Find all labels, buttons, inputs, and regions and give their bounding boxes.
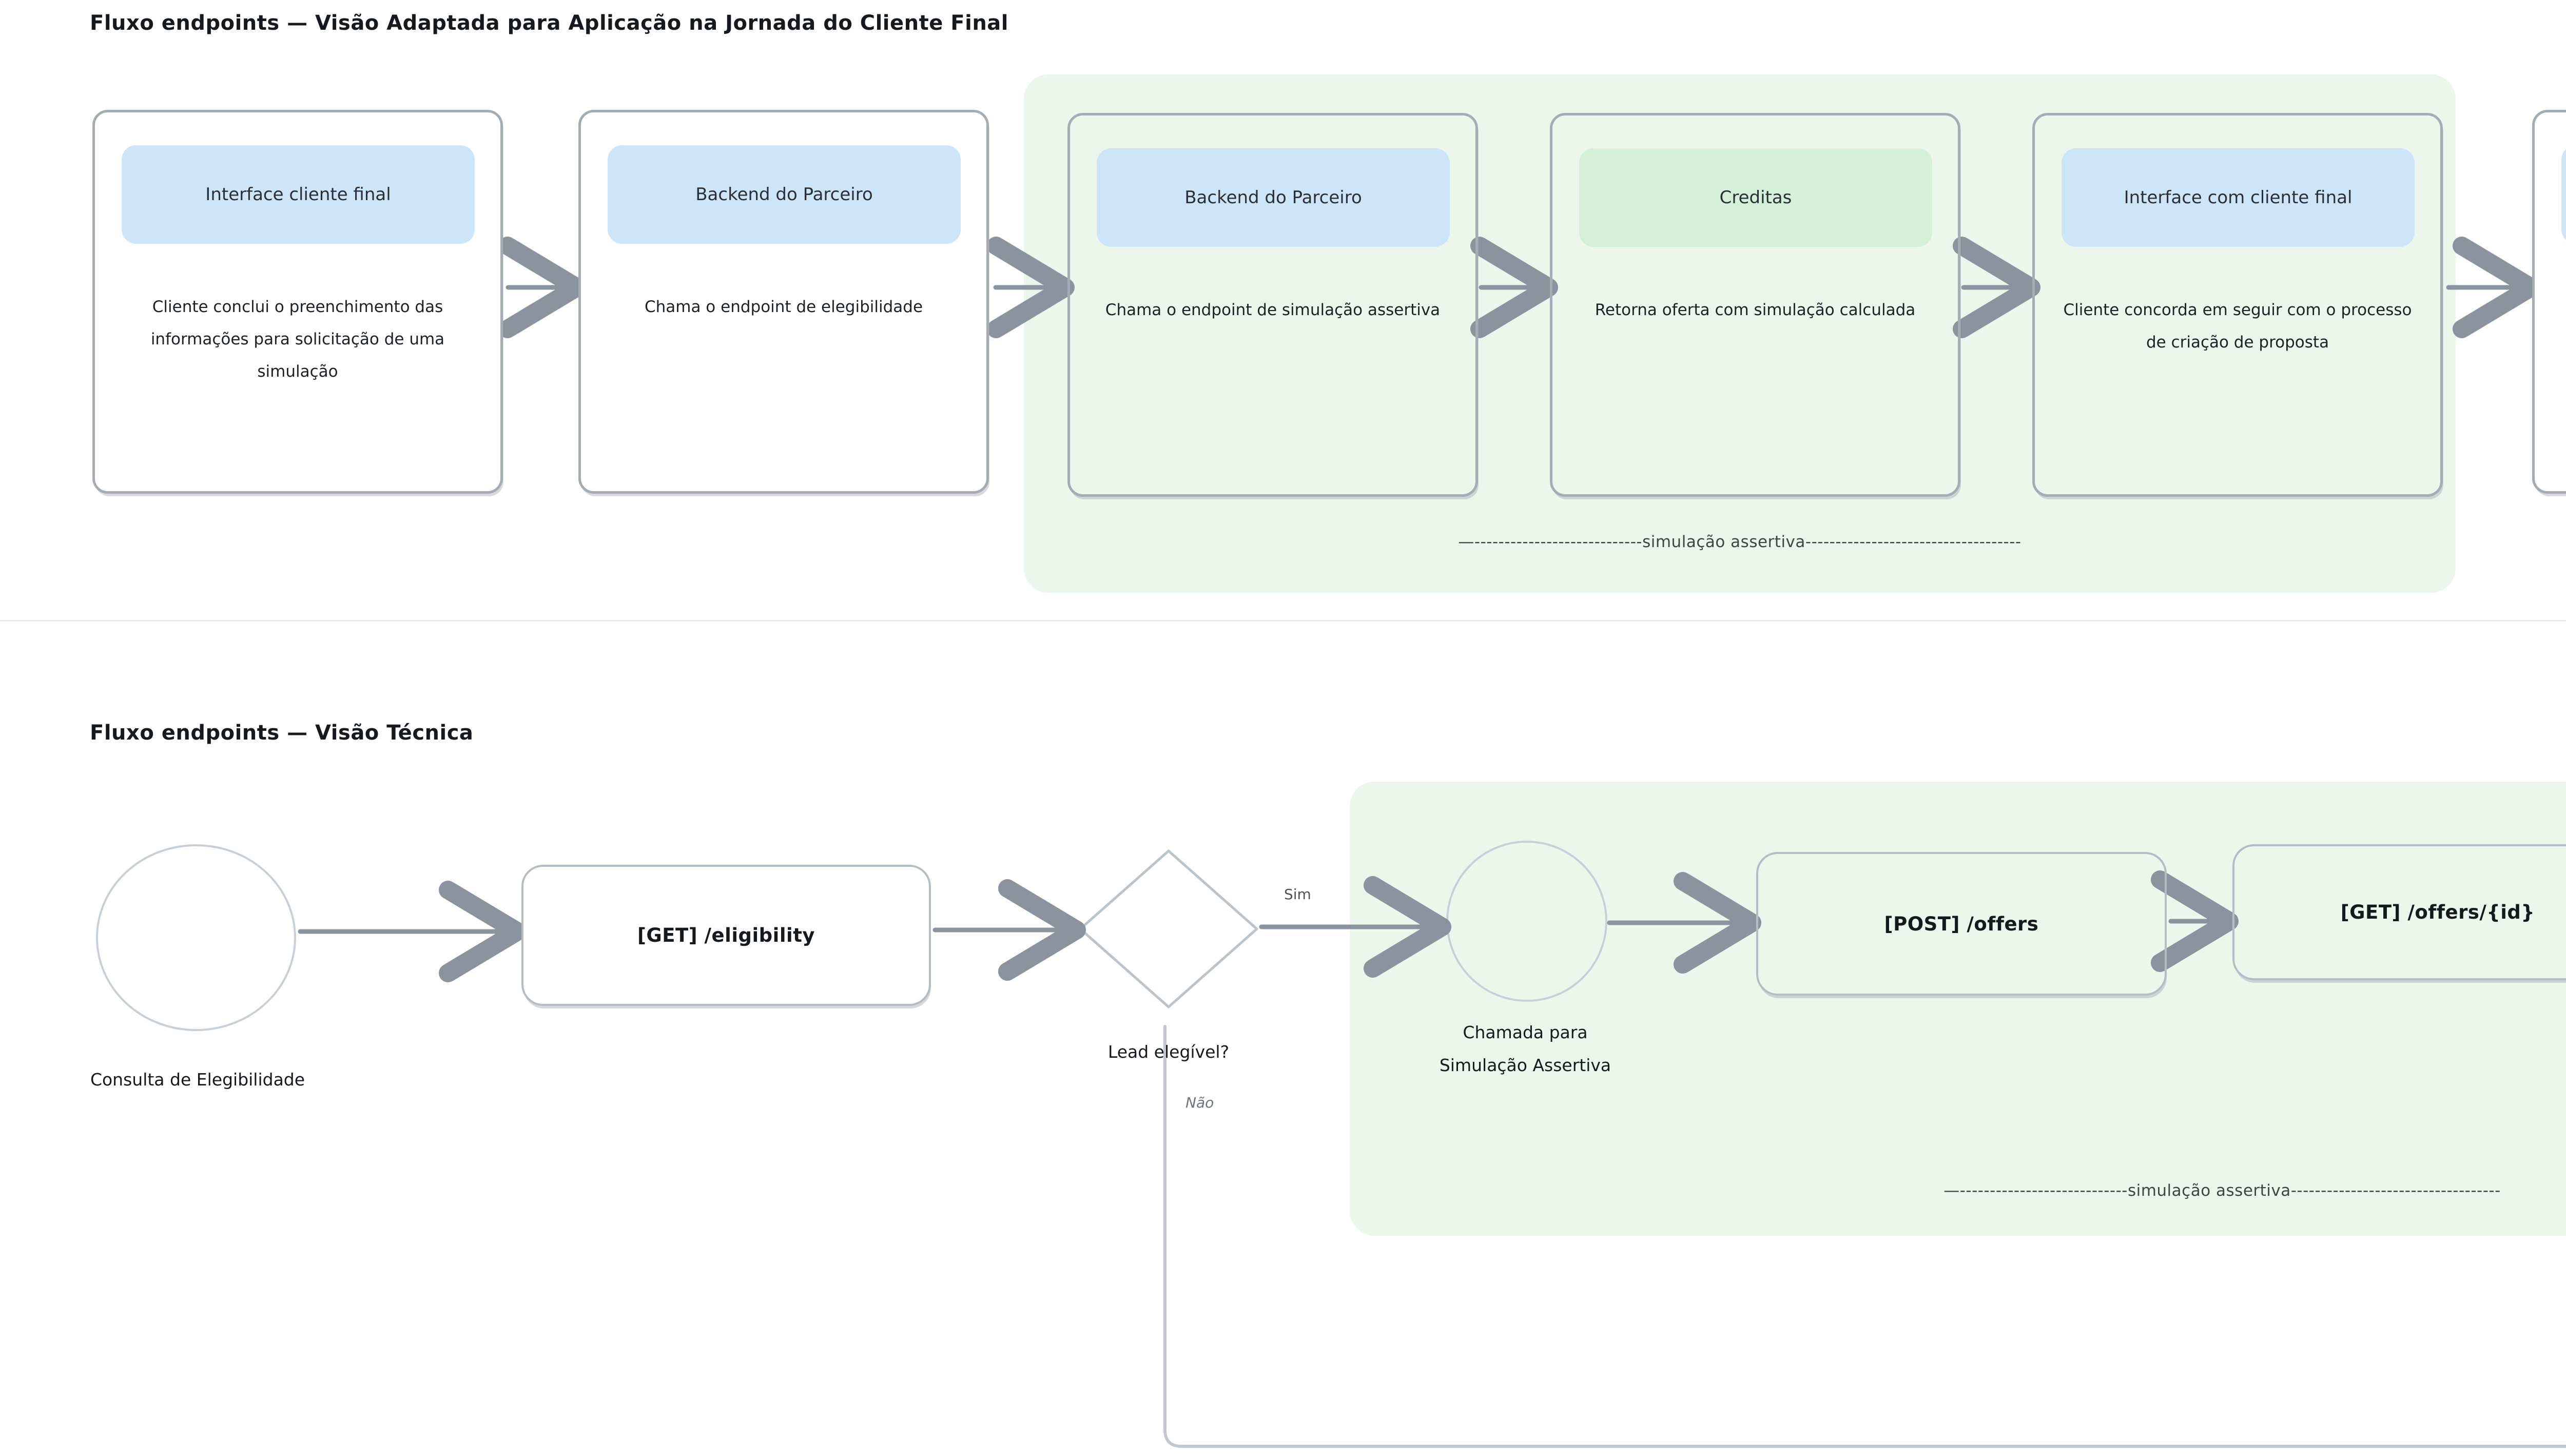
step-description: Chama o endpoint de simulação assertiva [1105, 301, 1441, 319]
flows-divider [0, 620, 2566, 622]
step-description: Chama o endpoint de elegibilidade [644, 298, 923, 316]
flow2-title: Fluxo endpoints — Visão Técnica [90, 721, 474, 745]
actor-pill: Backend do Parceiro [2561, 145, 2566, 244]
endpoint-label: [GET] /offers/{id} [2340, 901, 2535, 923]
step-description: Retorna oferta com simulação calculada [1595, 301, 1916, 319]
actor-pill: Interface com cliente final [2062, 148, 2415, 247]
start-ellipse-eligibility[interactable] [96, 844, 296, 1031]
step-description: Cliente concorda em seguir com o process… [2063, 301, 2412, 352]
lead-yes-label: Sim [1284, 886, 1311, 903]
flow1-region-label: —----------------------------simulação a… [1458, 533, 2021, 551]
flow1-step-4[interactable]: Creditas Retorna oferta com simulação ca… [1550, 113, 1960, 497]
endpoint-label: [POST] /offers [1884, 913, 2039, 935]
actor-pill: Backend do Parceiro [1097, 148, 1450, 247]
flow1-step-1[interactable]: Interface cliente final Cliente conclui … [92, 110, 503, 494]
flow1-step-6[interactable]: Backend do Parceiro Chama o endpoint de … [2532, 110, 2566, 494]
assertive-simulation-call-circle[interactable] [1446, 841, 1607, 1002]
no-routes [1163, 1025, 2566, 1448]
step-description: Chama o endpoint de proposta [2556, 291, 2566, 323]
lead-no-label: Não [1185, 1094, 1214, 1111]
endpoint-get-eligibility[interactable]: [GET] /eligibility [521, 865, 931, 1006]
actor-label: Interface cliente final [205, 184, 391, 205]
actor-pill: Creditas [1579, 148, 1932, 247]
flow1-title: Fluxo endpoints — Visão Adaptada para Ap… [90, 11, 1008, 35]
actor-pill: Backend do Parceiro [608, 145, 961, 244]
step-description: Cliente conclui o preenchimento das info… [150, 298, 445, 381]
flow1-step-5[interactable]: Interface com cliente final Cliente conc… [2032, 113, 2443, 497]
decision-diamond-lead-eligible[interactable] [1079, 849, 1258, 1008]
start-node-label: Consulta de Elegibilidade [90, 1070, 305, 1090]
actor-label: Backend do Parceiro [1184, 187, 1362, 208]
sim-call-label-line1: Chamada para [1463, 1022, 1588, 1042]
actor-label: Creditas [1719, 187, 1792, 208]
actor-label: Interface com cliente final [2124, 187, 2353, 208]
route-lead-no-to-end [1163, 1025, 2566, 1448]
flow2-region-label: —----------------------------simulação a… [1943, 1181, 2501, 1200]
flow1-step-2[interactable]: Backend do Parceiro Chama o endpoint de … [578, 110, 989, 494]
flow2-arrows [298, 870, 2239, 982]
flow2-assertive-simulation-region[interactable] [1350, 782, 2566, 1236]
endpoint-post-offers[interactable]: [POST] /offers [1756, 852, 2167, 996]
endpoint-get-offer-by-id[interactable]: [GET] /offers/{id} [2232, 844, 2566, 980]
flow1-step-3[interactable]: Backend do Parceiro Chama o endpoint de … [1067, 113, 1478, 497]
lead-question-label: Lead elegível? [1107, 1042, 1230, 1062]
actor-pill: Interface cliente final [122, 145, 475, 244]
sim-call-label: Chamada para Simulação Assertiva [1346, 1016, 1705, 1082]
actor-label: Backend do Parceiro [695, 184, 873, 205]
endpoint-label: [GET] /eligibility [637, 924, 815, 946]
sim-call-label-line2: Simulação Assertiva [1439, 1055, 1611, 1075]
